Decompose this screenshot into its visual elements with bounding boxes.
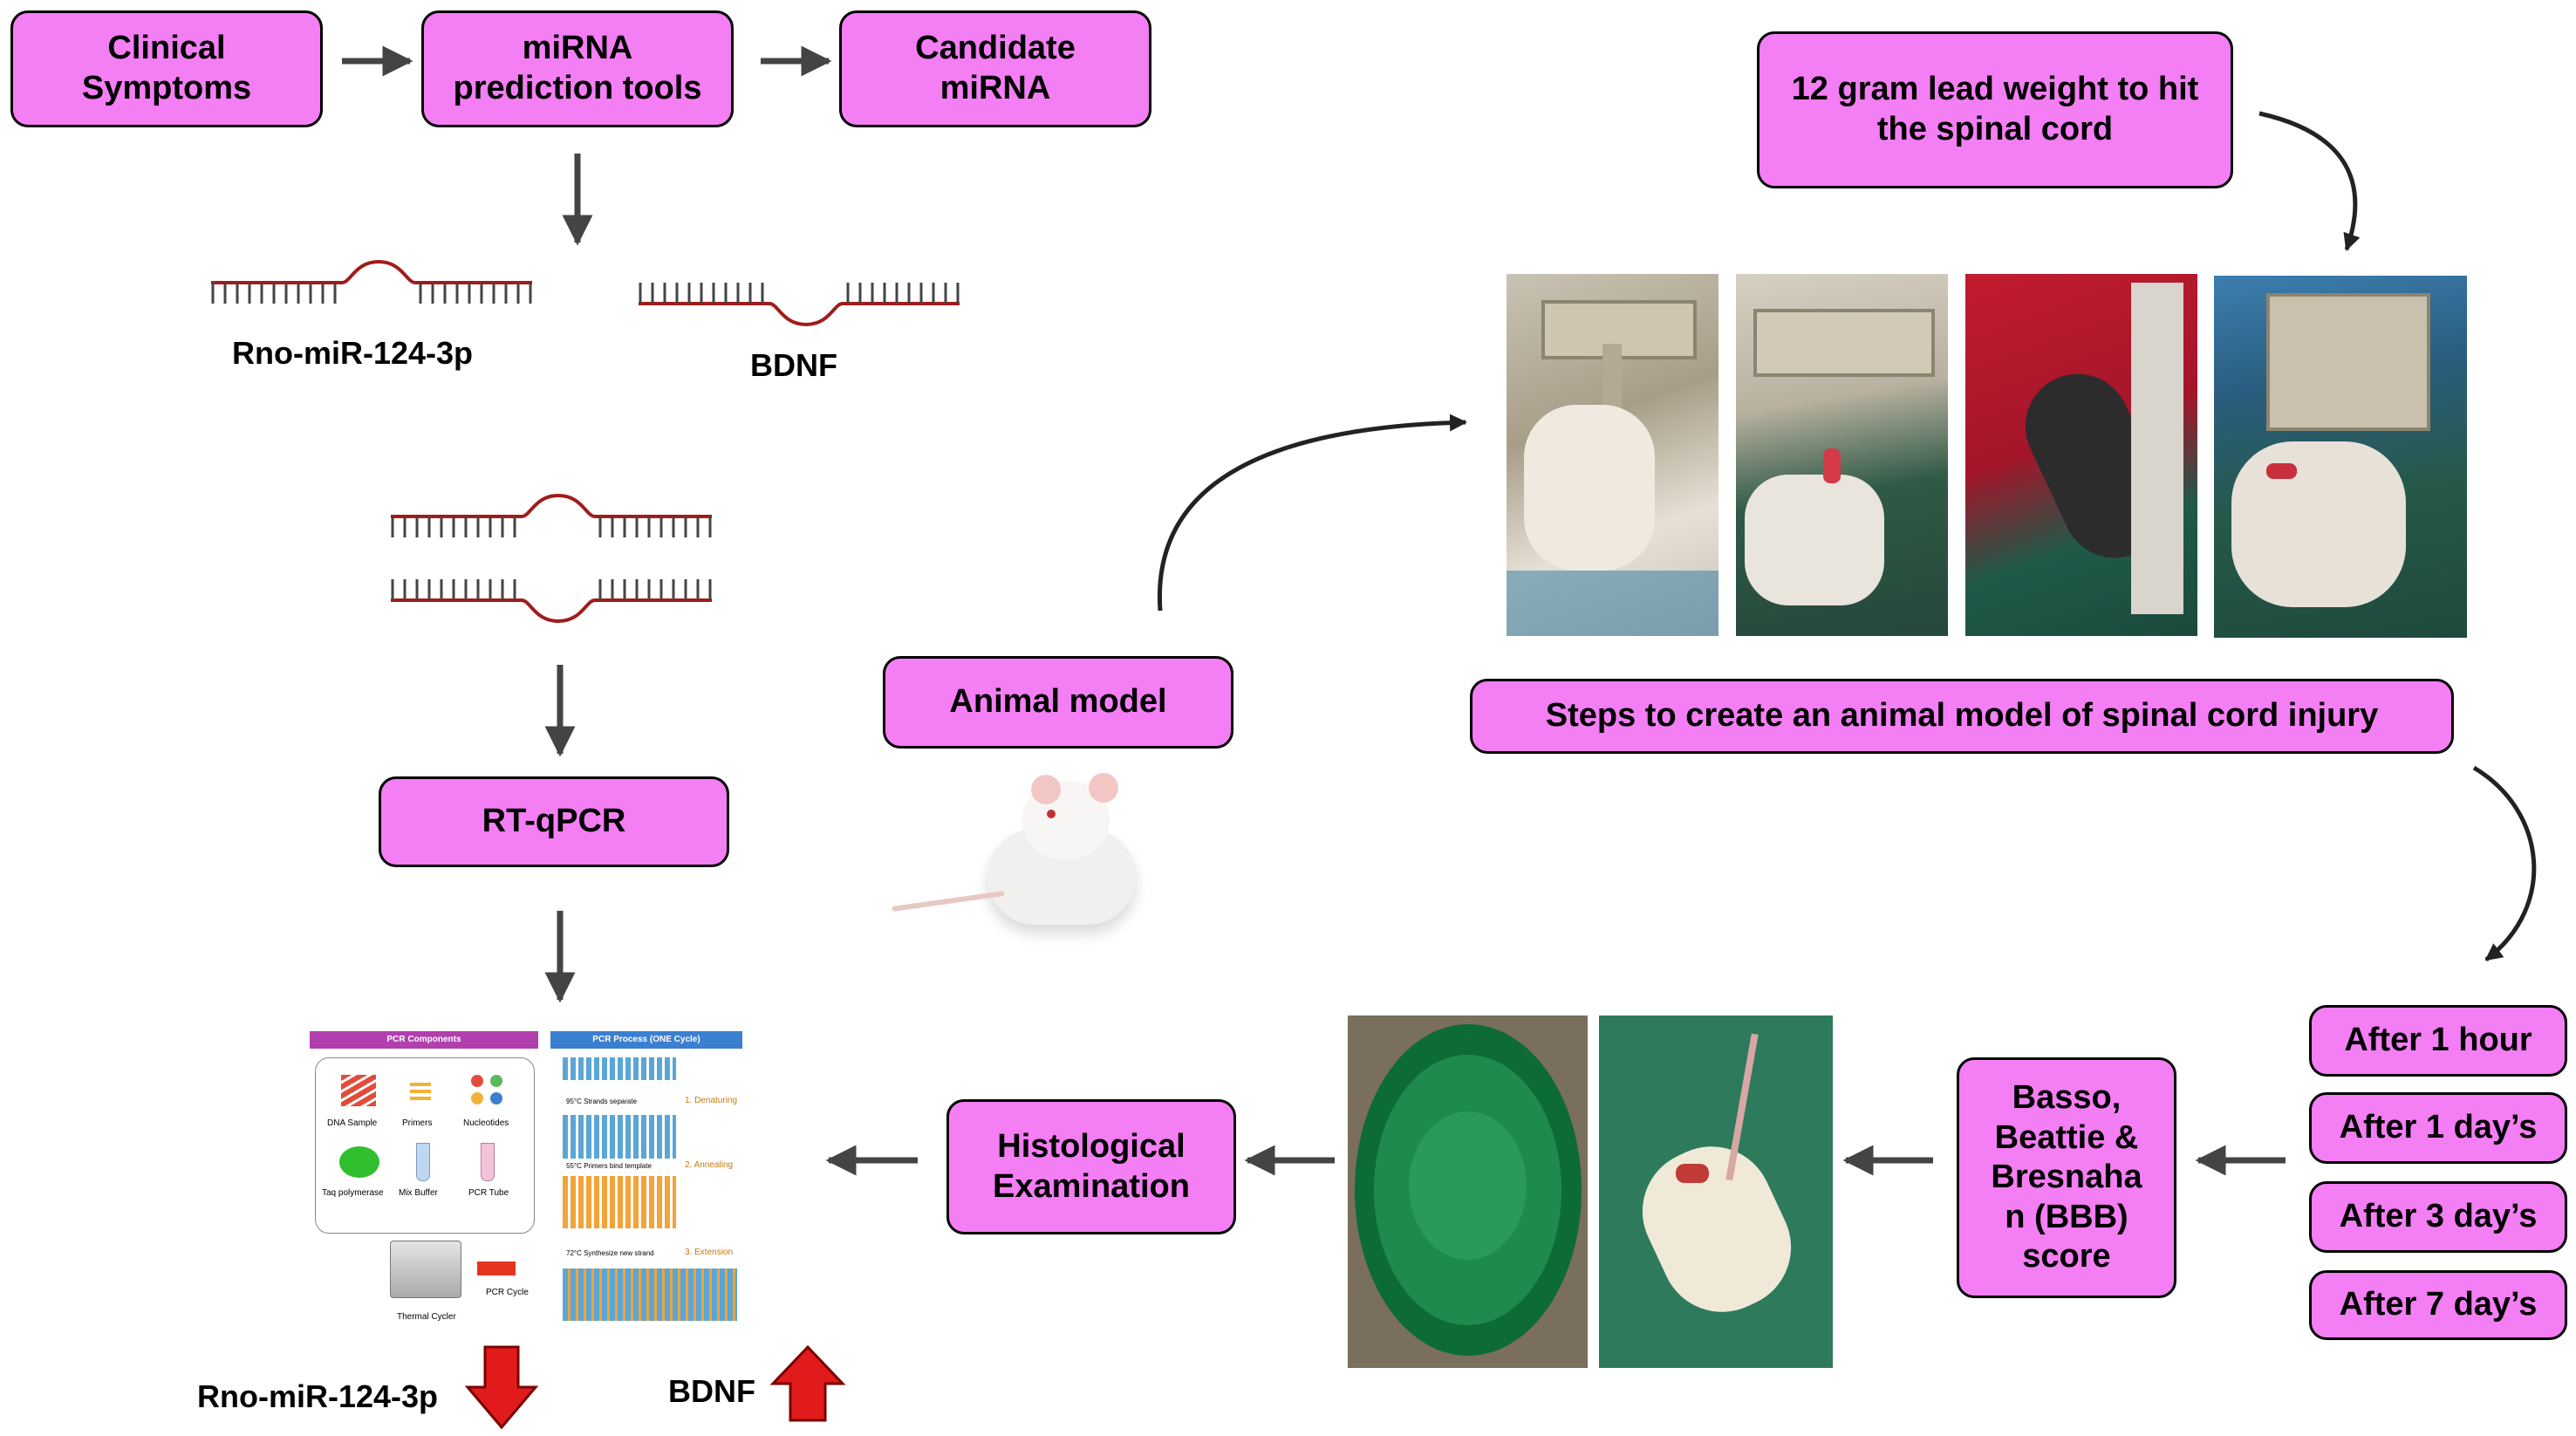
thermal-cycler-label: Thermal Cycler bbox=[397, 1312, 456, 1322]
candidate-mirna-box: Candidate miRNA bbox=[839, 10, 1151, 127]
pcr-components-panel bbox=[315, 1057, 535, 1234]
surgery-photo-4 bbox=[2214, 276, 2467, 638]
process-step2-label: 2. Annealing bbox=[685, 1160, 734, 1170]
nucleotides-icon bbox=[471, 1075, 506, 1106]
pcr-components-header: PCR Components bbox=[310, 1031, 538, 1049]
bdnf-up-arrow-icon bbox=[769, 1344, 846, 1422]
after-1-hour-box: After 1 hour bbox=[2309, 1005, 2567, 1077]
mirna-down-arrow-icon bbox=[464, 1345, 539, 1430]
injured-rat-photo bbox=[1599, 1015, 1833, 1368]
dna-sample-icon bbox=[341, 1075, 376, 1106]
process-strand-3 bbox=[563, 1176, 676, 1228]
pcr-cycle-label: PCR Cycle bbox=[486, 1288, 529, 1297]
after-1-day-box: After 1 day’s bbox=[2309, 1092, 2567, 1164]
bbb-score-box: Basso, Beattie & Bresnaha n (BBB) score bbox=[1957, 1057, 2176, 1298]
bdnf-hairpin-top-icon bbox=[639, 283, 960, 327]
curved-arrows bbox=[1157, 111, 2537, 961]
primers-label: Primers bbox=[402, 1118, 433, 1128]
dna-sample-label: DNA Sample bbox=[327, 1118, 378, 1128]
animal-model-box: Animal model bbox=[883, 656, 1233, 749]
after-3-day-box: After 3 day’s bbox=[2309, 1181, 2567, 1253]
mix-buffer-icon bbox=[416, 1143, 430, 1181]
thermal-cycler-icon bbox=[390, 1241, 461, 1298]
bdnf-hairpin-middle-icon bbox=[391, 579, 712, 624]
pcr-tube-label: PCR Tube bbox=[468, 1188, 509, 1198]
curve-lead-weight-to-photos bbox=[2258, 111, 2361, 251]
lead-weight-box: 12 gram lead weight to hit the spinal co… bbox=[1757, 31, 2233, 188]
primers-icon bbox=[410, 1079, 431, 1100]
histological-examination-box: Histological Examination bbox=[946, 1099, 1236, 1234]
taq-polymerase-icon bbox=[339, 1146, 379, 1178]
process-strand-1 bbox=[563, 1057, 676, 1080]
pcr-tube-icon bbox=[481, 1143, 495, 1181]
process-step2-desc: 55°C Primers bind template bbox=[566, 1162, 652, 1170]
curve-steps-to-times bbox=[2472, 765, 2537, 961]
mix-buffer-label: Mix Buffer bbox=[399, 1188, 438, 1198]
bdnf-label-top: BDNF bbox=[750, 347, 837, 383]
process-step1-desc: 95°C Strands separate bbox=[566, 1098, 638, 1105]
taq-polymerase-label: Taq polymerase bbox=[322, 1188, 384, 1198]
mirna-label-bottom: Rno-miR-124-3p bbox=[197, 1378, 439, 1414]
mirna-label-top: Rno-miR-124-3p bbox=[232, 335, 474, 371]
process-strand-2 bbox=[563, 1115, 676, 1159]
clinical-symptoms-box: Clinical Symptoms bbox=[10, 10, 323, 127]
nucleotides-label: Nucleotides bbox=[463, 1118, 509, 1128]
mirna-hairpin-middle-icon bbox=[391, 493, 712, 537]
surgery-photo-1 bbox=[1507, 274, 1718, 636]
rt-qpcr-box: RT-qPCR bbox=[379, 776, 729, 867]
mirna-prediction-tools-box: miRNA prediction tools bbox=[421, 10, 734, 127]
pcr-infographic: PCR Components PCR Process (ONE Cycle) D… bbox=[310, 1031, 742, 1337]
curve-animal-model-to-surgery bbox=[1157, 414, 1467, 612]
pcr-process-header: PCR Process (ONE Cycle) bbox=[550, 1031, 742, 1049]
process-step3-desc: 72°C Synthesize new strand bbox=[566, 1249, 654, 1257]
water-bowl-photo bbox=[1348, 1015, 1588, 1368]
mirna-hairpin-top-icon bbox=[211, 259, 532, 304]
after-7-day-box: After 7 day’s bbox=[2309, 1270, 2567, 1340]
steps-spinal-injury-box: Steps to create an animal model of spina… bbox=[1470, 679, 2454, 754]
process-step3-label: 3. Extension bbox=[685, 1248, 734, 1257]
pcr-cycle-arrow-icon bbox=[477, 1262, 516, 1275]
surgery-photo-3 bbox=[1965, 274, 2197, 636]
flow-arrows bbox=[342, 45, 2286, 1176]
process-step1-label: 1. Denaturing bbox=[685, 1096, 738, 1105]
surgery-photo-2 bbox=[1736, 274, 1948, 636]
rat-image bbox=[883, 768, 1179, 951]
bdnf-label-bottom: BDNF bbox=[668, 1373, 755, 1409]
process-strand-4 bbox=[563, 1268, 737, 1321]
